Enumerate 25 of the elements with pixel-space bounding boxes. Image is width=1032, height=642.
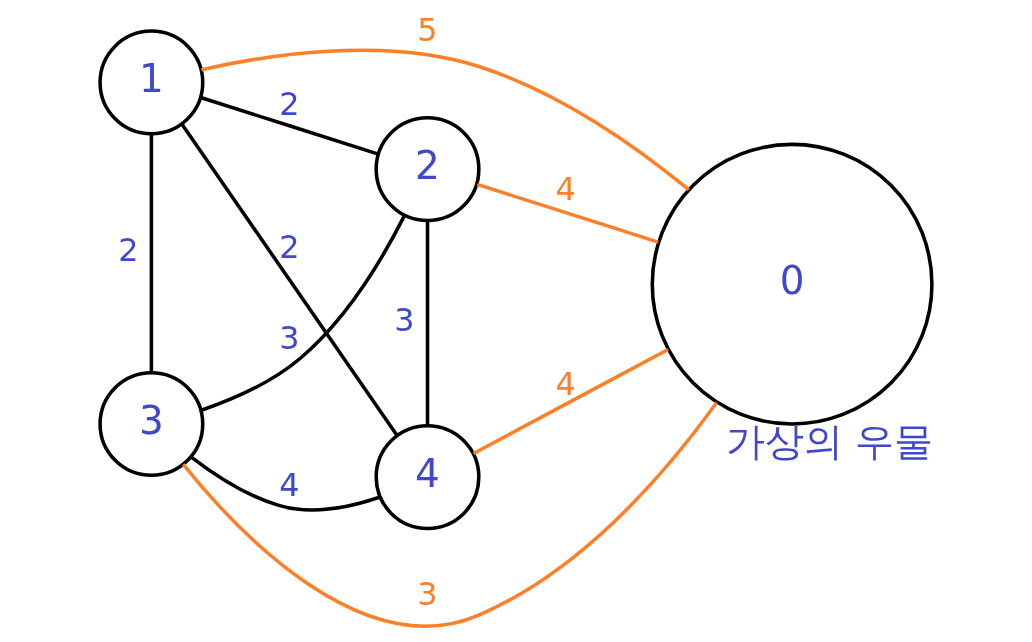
node-circle: 2 [374,116,481,223]
edge-label: 3 [417,575,438,614]
connector [189,455,381,512]
connector [149,134,154,373]
connector [181,401,718,628]
node-circle: 4 [374,424,481,531]
connector [200,215,406,412]
edge-label: 4 [555,169,576,208]
connector [425,220,430,426]
node-circle: 0 [650,142,934,426]
connector [476,182,659,244]
connector [180,122,399,437]
edge-label: 3 [279,318,300,357]
edge-label: 2 [118,231,139,269]
connector [200,95,379,156]
edge-label: 2 [279,84,300,123]
node-circle: 3 [98,370,205,478]
edge-label: 4 [555,364,576,403]
edge-label: 2 [279,228,300,267]
connector [201,48,690,191]
connector [472,347,669,455]
edge-label: 5 [417,10,438,49]
edge-label: 4 [279,465,300,504]
node-circle: 1 [98,29,205,136]
edge-label: 3 [394,300,415,339]
